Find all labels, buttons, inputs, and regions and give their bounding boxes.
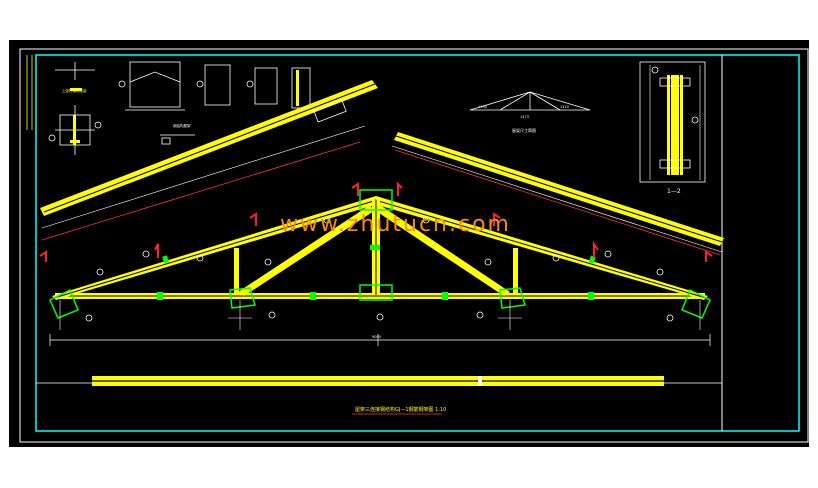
detail-yellow-marks [70,70,299,145]
dimension-lines-white [41,125,723,253]
bottom-plan-bar [92,376,664,386]
dim-top-mid: 1473 [520,115,529,119]
detail-note-text: 钢结构屋架 [173,123,191,128]
span-dim-text: 9000 [372,335,381,339]
outer-frame [19,48,809,443]
upper-note-text: 上弦杆横向连接 [62,88,87,93]
main-truss [39,181,713,330]
dim-top-left: 1394 [478,105,488,109]
inner-frame [35,54,800,432]
watermark-text: www.zhutucn.com [280,212,511,237]
web-vertical-right [513,248,518,294]
web-vertical-left [234,248,239,294]
section-label: 1—2 [667,188,681,195]
truss-callout-icon [85,216,674,322]
support-details [59,300,701,330]
upper-chord-right-view [394,132,724,246]
node-plates [49,189,711,319]
dimension-lines [41,141,721,256]
node-fillers [157,245,596,300]
truss-outline-sketch [469,91,591,111]
diagonal-left [238,205,374,296]
small-title: 屋架尺寸简图 [512,127,536,133]
drawing-title: 屋架三连接钢结构GJ—1钢筋钢架图 1:10 [355,406,446,413]
upper-chord-left-view [40,80,378,216]
section-marker-icon [48,80,254,142]
dim-top-right: 1410 [560,105,569,109]
purlin-icon [39,181,713,262]
diagonal-right [376,205,510,296]
section-view-right [639,61,706,183]
span-dimension [49,334,711,346]
